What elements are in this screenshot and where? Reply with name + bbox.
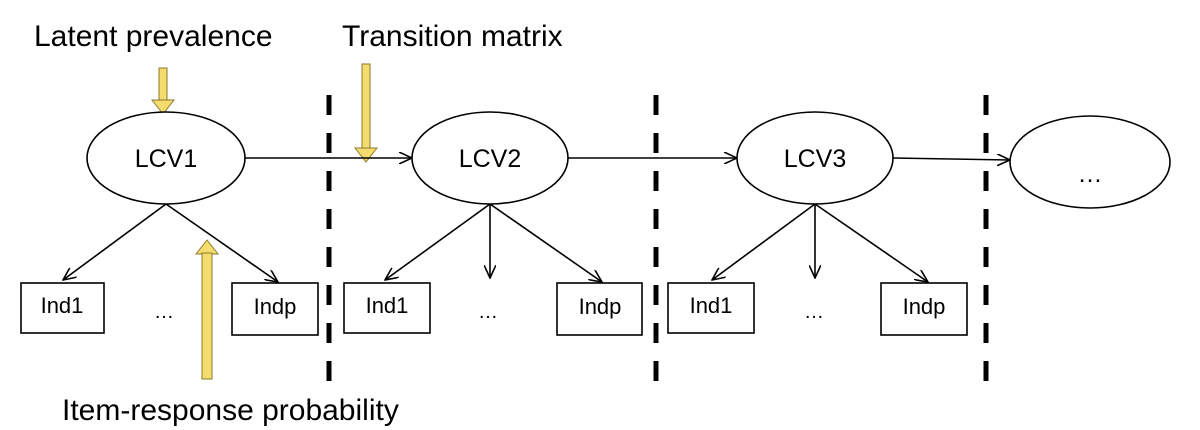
indicator-indp-t2: Indp (556, 282, 643, 336)
latent-node-label: LCV1 (135, 145, 198, 173)
transition-matrix-label: Transition matrix (342, 20, 563, 53)
latent-node-label: … (1078, 160, 1103, 188)
measurement-arrow (712, 203, 816, 280)
item-response-probability-label: Item-response probability (62, 394, 399, 427)
indicator-label: Ind1 (41, 293, 84, 318)
latent-prevalence-label: Latent prevalence (34, 20, 273, 53)
measurement-arrow (814, 203, 928, 282)
indicator-ellipsis: … (804, 301, 826, 323)
transition-arrow-3 (892, 158, 1010, 160)
latent-prevalence-arrow (150, 67, 176, 115)
measurement-arrow (63, 203, 167, 280)
indicator-label: Ind1 (690, 293, 733, 318)
item-response-probability-arrow (194, 239, 220, 380)
measurement-arrow (385, 203, 491, 280)
indicator-indp-t3: Indp (880, 282, 968, 336)
transition-matrix-arrow (353, 63, 379, 163)
indicator-indp-t1: Indp (231, 282, 319, 336)
measurement-arrow (165, 203, 278, 282)
latent-node-label: LCV3 (784, 145, 847, 173)
latent-node-lcv2: LCV2 (411, 111, 569, 205)
latent-node-label: LCV2 (459, 145, 522, 173)
indicator-label: Ind1 (366, 293, 409, 318)
indicator-label: Indp (579, 294, 622, 319)
indicator-ind1-t1: Ind1 (20, 282, 105, 334)
measurement-arrow (489, 203, 602, 282)
latent-node-lcv3: LCV3 (736, 111, 894, 205)
indicator-ellipsis: … (154, 301, 176, 323)
indicator-ind1-t3: Ind1 (667, 282, 755, 334)
indicator-ind1-t2: Ind1 (343, 282, 431, 334)
latent-node-lcv1: LCV1 (86, 111, 246, 205)
indicator-ellipsis: … (478, 301, 500, 323)
indicator-label: Indp (254, 294, 297, 319)
indicator-label: Indp (903, 294, 946, 319)
latent-node-continuation: … (1009, 115, 1171, 209)
